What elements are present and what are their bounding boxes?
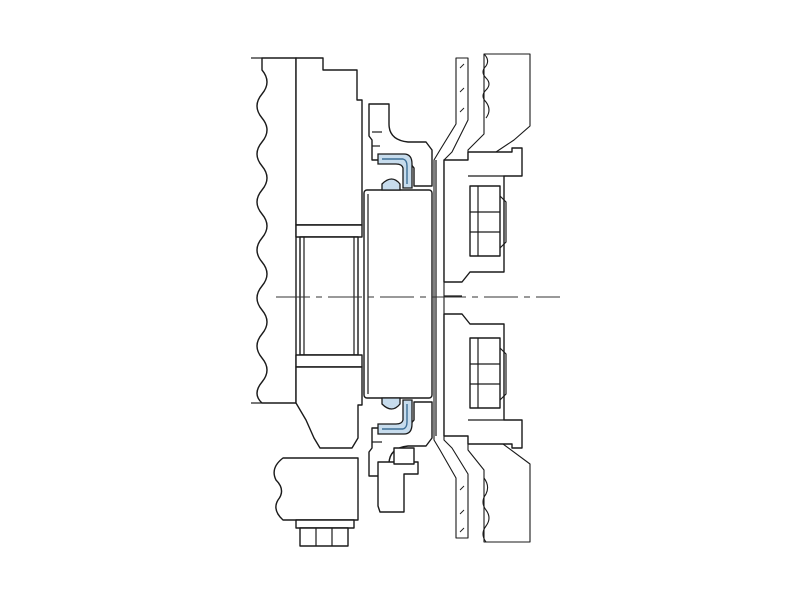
lower-seal [377,397,413,435]
bottom-nut [299,527,349,547]
spacer-ring [295,224,363,368]
upper-retainer [368,103,433,187]
cavity-lines [435,160,462,436]
bottom-clamp [273,457,359,529]
lower-bolt-head [469,337,507,409]
lower-bracket [295,366,363,449]
outer-wall [467,53,531,543]
upper-bracket [295,57,363,226]
upper-seal [377,153,413,191]
left-housing [251,57,297,404]
right-flange [433,57,469,539]
set-screw [377,447,419,513]
upper-bolt-head [469,185,507,257]
bearing-block [363,189,433,399]
